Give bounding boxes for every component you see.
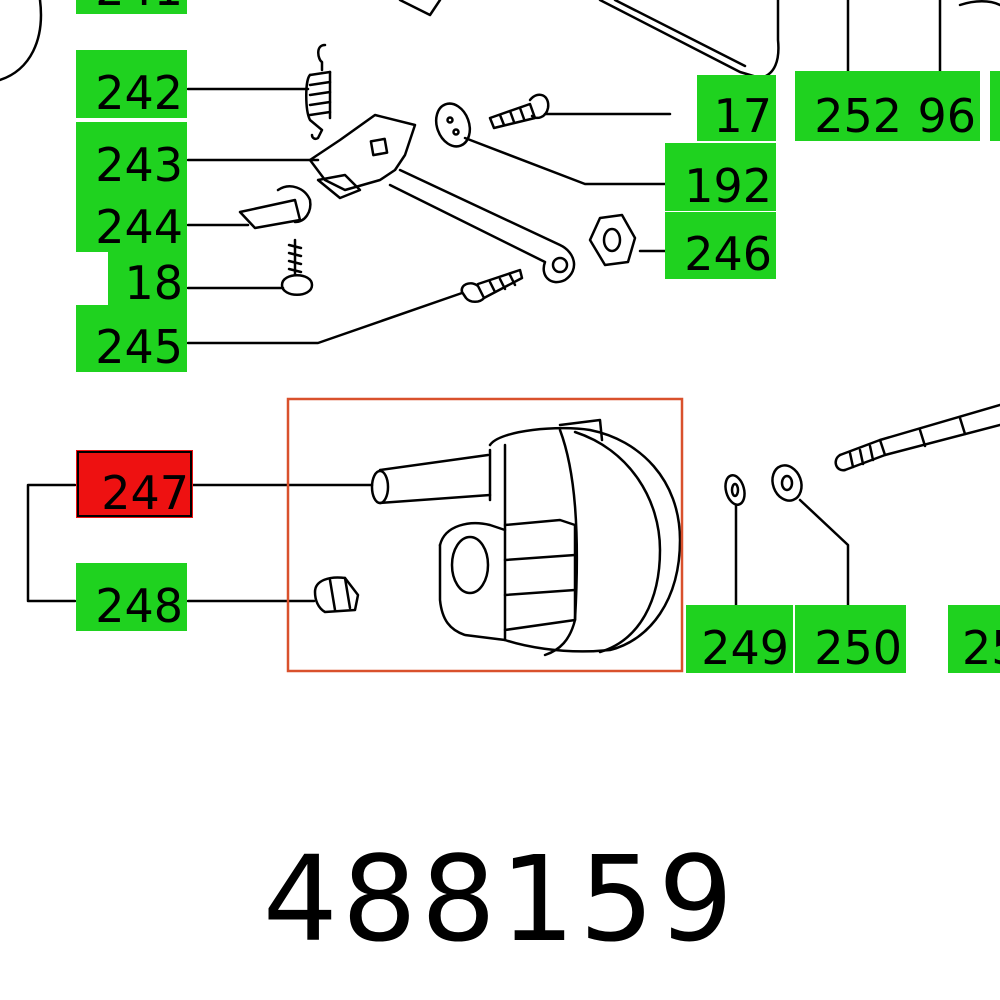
callout-18[interactable]: 18 bbox=[108, 252, 187, 308]
washer-part-192 bbox=[434, 102, 472, 148]
clip-part bbox=[238, 185, 312, 230]
callout-247-highlighted[interactable]: 247 bbox=[76, 450, 193, 518]
callout-246[interactable]: 246 bbox=[665, 212, 776, 279]
callout-244[interactable]: 244 bbox=[76, 186, 187, 252]
screw-part-17 bbox=[488, 93, 550, 130]
callout-249[interactable]: 249 bbox=[686, 605, 793, 673]
callout-edge-right bbox=[990, 71, 1000, 141]
shaft-part-251 bbox=[834, 403, 1000, 472]
callout-245[interactable]: 245 bbox=[76, 305, 187, 372]
housing-top bbox=[398, 0, 780, 80]
leader-lines bbox=[26, 87, 850, 607]
callout-192[interactable]: 192 bbox=[665, 143, 776, 211]
callout-250[interactable]: 250 bbox=[795, 605, 906, 673]
callout-242[interactable]: 242 bbox=[76, 50, 187, 118]
washer-part-250 bbox=[771, 464, 803, 502]
highlight-frame bbox=[286, 397, 684, 673]
callout-252[interactable]: 252 bbox=[795, 71, 906, 141]
washer-part-249 bbox=[724, 474, 746, 506]
callout-248[interactable]: 248 bbox=[76, 563, 187, 631]
cap-nut-part-248 bbox=[313, 576, 360, 614]
screw-part-18 bbox=[280, 238, 314, 296]
callout-251-partial[interactable]: 25 bbox=[948, 605, 1000, 673]
bracket-lever-part bbox=[308, 113, 576, 284]
callout-96[interactable]: 96 bbox=[905, 71, 980, 141]
callout-241[interactable]: 241 bbox=[76, 0, 187, 14]
part-number: 488159 bbox=[262, 830, 738, 968]
spring-part bbox=[305, 43, 332, 141]
screw-part-245 bbox=[460, 268, 524, 303]
callout-243[interactable]: 243 bbox=[76, 122, 187, 190]
housing-edge bbox=[0, 0, 43, 82]
hex-nut-part-246 bbox=[588, 213, 637, 267]
motor-assembly-part-247 bbox=[370, 418, 682, 657]
callout-17[interactable]: 17 bbox=[697, 75, 776, 141]
